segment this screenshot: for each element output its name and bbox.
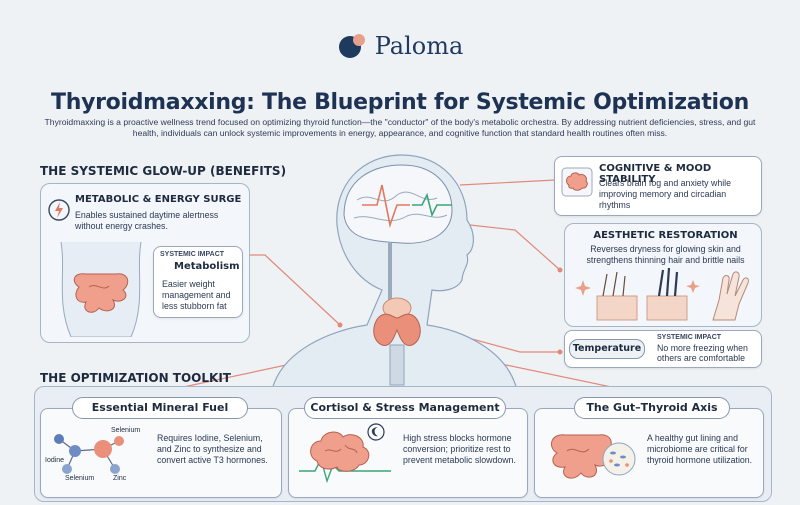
intro-text: Thyroidmaxxing is a proactive wellness t… xyxy=(44,117,756,138)
metabolism-impact-name: Metabolism xyxy=(174,261,240,272)
cognitive-title: COGNITIVE & MOOD STABILITY xyxy=(599,163,712,185)
aesthetic-title: AESTHETIC RESTORATION xyxy=(593,230,738,241)
logo-mark-icon xyxy=(338,34,365,58)
molecule-label-iodine: Iodine xyxy=(45,457,65,464)
mineral-title: Essential Mineral Fuel xyxy=(72,397,248,419)
brain-icon xyxy=(561,167,593,197)
metabolic-text: Enables sustained daytime alertness with… xyxy=(75,210,219,231)
temperature-pill: Temperature xyxy=(569,339,645,359)
molecule-illustration-icon xyxy=(54,434,124,474)
page-title: Thyroidmaxxing: The Blueprint for System… xyxy=(51,90,749,115)
cortisol-text: High stress blocks hormone conversion; p… xyxy=(403,433,516,465)
metabolism-impact-label: SYSTEMIC IMPACT xyxy=(160,251,225,258)
brand-name: Paloma xyxy=(374,32,464,60)
aesthetic-card: AESTHETIC RESTORATION Reverses dryness f… xyxy=(564,223,762,327)
gut-title: The Gut–Thyroid Axis xyxy=(574,397,730,419)
temperature-card: Temperature SYSTEMIC IMPACT No more free… xyxy=(564,330,762,368)
metabolic-title: METABOLIC & ENERGY SURGE xyxy=(75,194,242,205)
toolkit-heading: THE OPTIMIZATION TOOLKIT xyxy=(40,371,231,385)
mineral-text: Requires Iodine, Selenium, and Zinc to s… xyxy=(157,433,268,465)
head-illustration-icon xyxy=(271,154,518,390)
gut-card: A healthy gut lining and microbiome are … xyxy=(534,408,764,498)
metabolic-card: METABOLIC & ENERGY SURGE Enables sustain… xyxy=(40,183,250,343)
gut-torso-illustration-icon xyxy=(60,242,142,337)
lightning-icon xyxy=(48,199,70,221)
moon-icon xyxy=(367,423,385,441)
molecule-label-selenium-1: Selenium xyxy=(111,427,141,434)
mineral-card: Selenium Iodine Selenium Zinc Requires I… xyxy=(40,408,282,498)
hair-follicle-illustration-icon xyxy=(575,268,700,321)
benefits-heading: THE SYSTEMIC GLOW-UP (BENEFITS) xyxy=(40,164,287,178)
metabolism-impact-card: SYSTEMIC IMPACT Metabolism Easier weight… xyxy=(153,246,243,318)
molecule-label-selenium-2: Selenium xyxy=(65,475,95,482)
hand-nails-illustration-icon xyxy=(712,271,749,321)
gut-illustration-icon xyxy=(550,434,636,479)
stress-brain-illustration-icon xyxy=(299,431,391,484)
cortisol-card: High stress blocks hormone conversion; p… xyxy=(288,408,528,498)
brand-logo: Paloma xyxy=(0,28,800,64)
metabolism-impact-text: Easier weight management and less stubbo… xyxy=(162,279,231,311)
cognitive-card: COGNITIVE & MOOD STABILITY Clears brain … xyxy=(554,156,762,216)
cognitive-text: Clears brain fog and anxiety while impro… xyxy=(599,178,732,210)
molecule-label-zinc: Zinc xyxy=(113,475,127,482)
gut-text: A healthy gut lining and microbiome are … xyxy=(647,433,753,465)
temperature-impact-text: No more freezing when others are comfort… xyxy=(657,343,748,363)
cortisol-title: Cortisol & Stress Management xyxy=(304,397,506,419)
temperature-impact-label: SYSTEMIC IMPACT xyxy=(657,334,722,341)
temperature-name: Temperature xyxy=(572,343,642,354)
aesthetic-text: Reverses dryness for glowing skin and st… xyxy=(586,244,745,265)
